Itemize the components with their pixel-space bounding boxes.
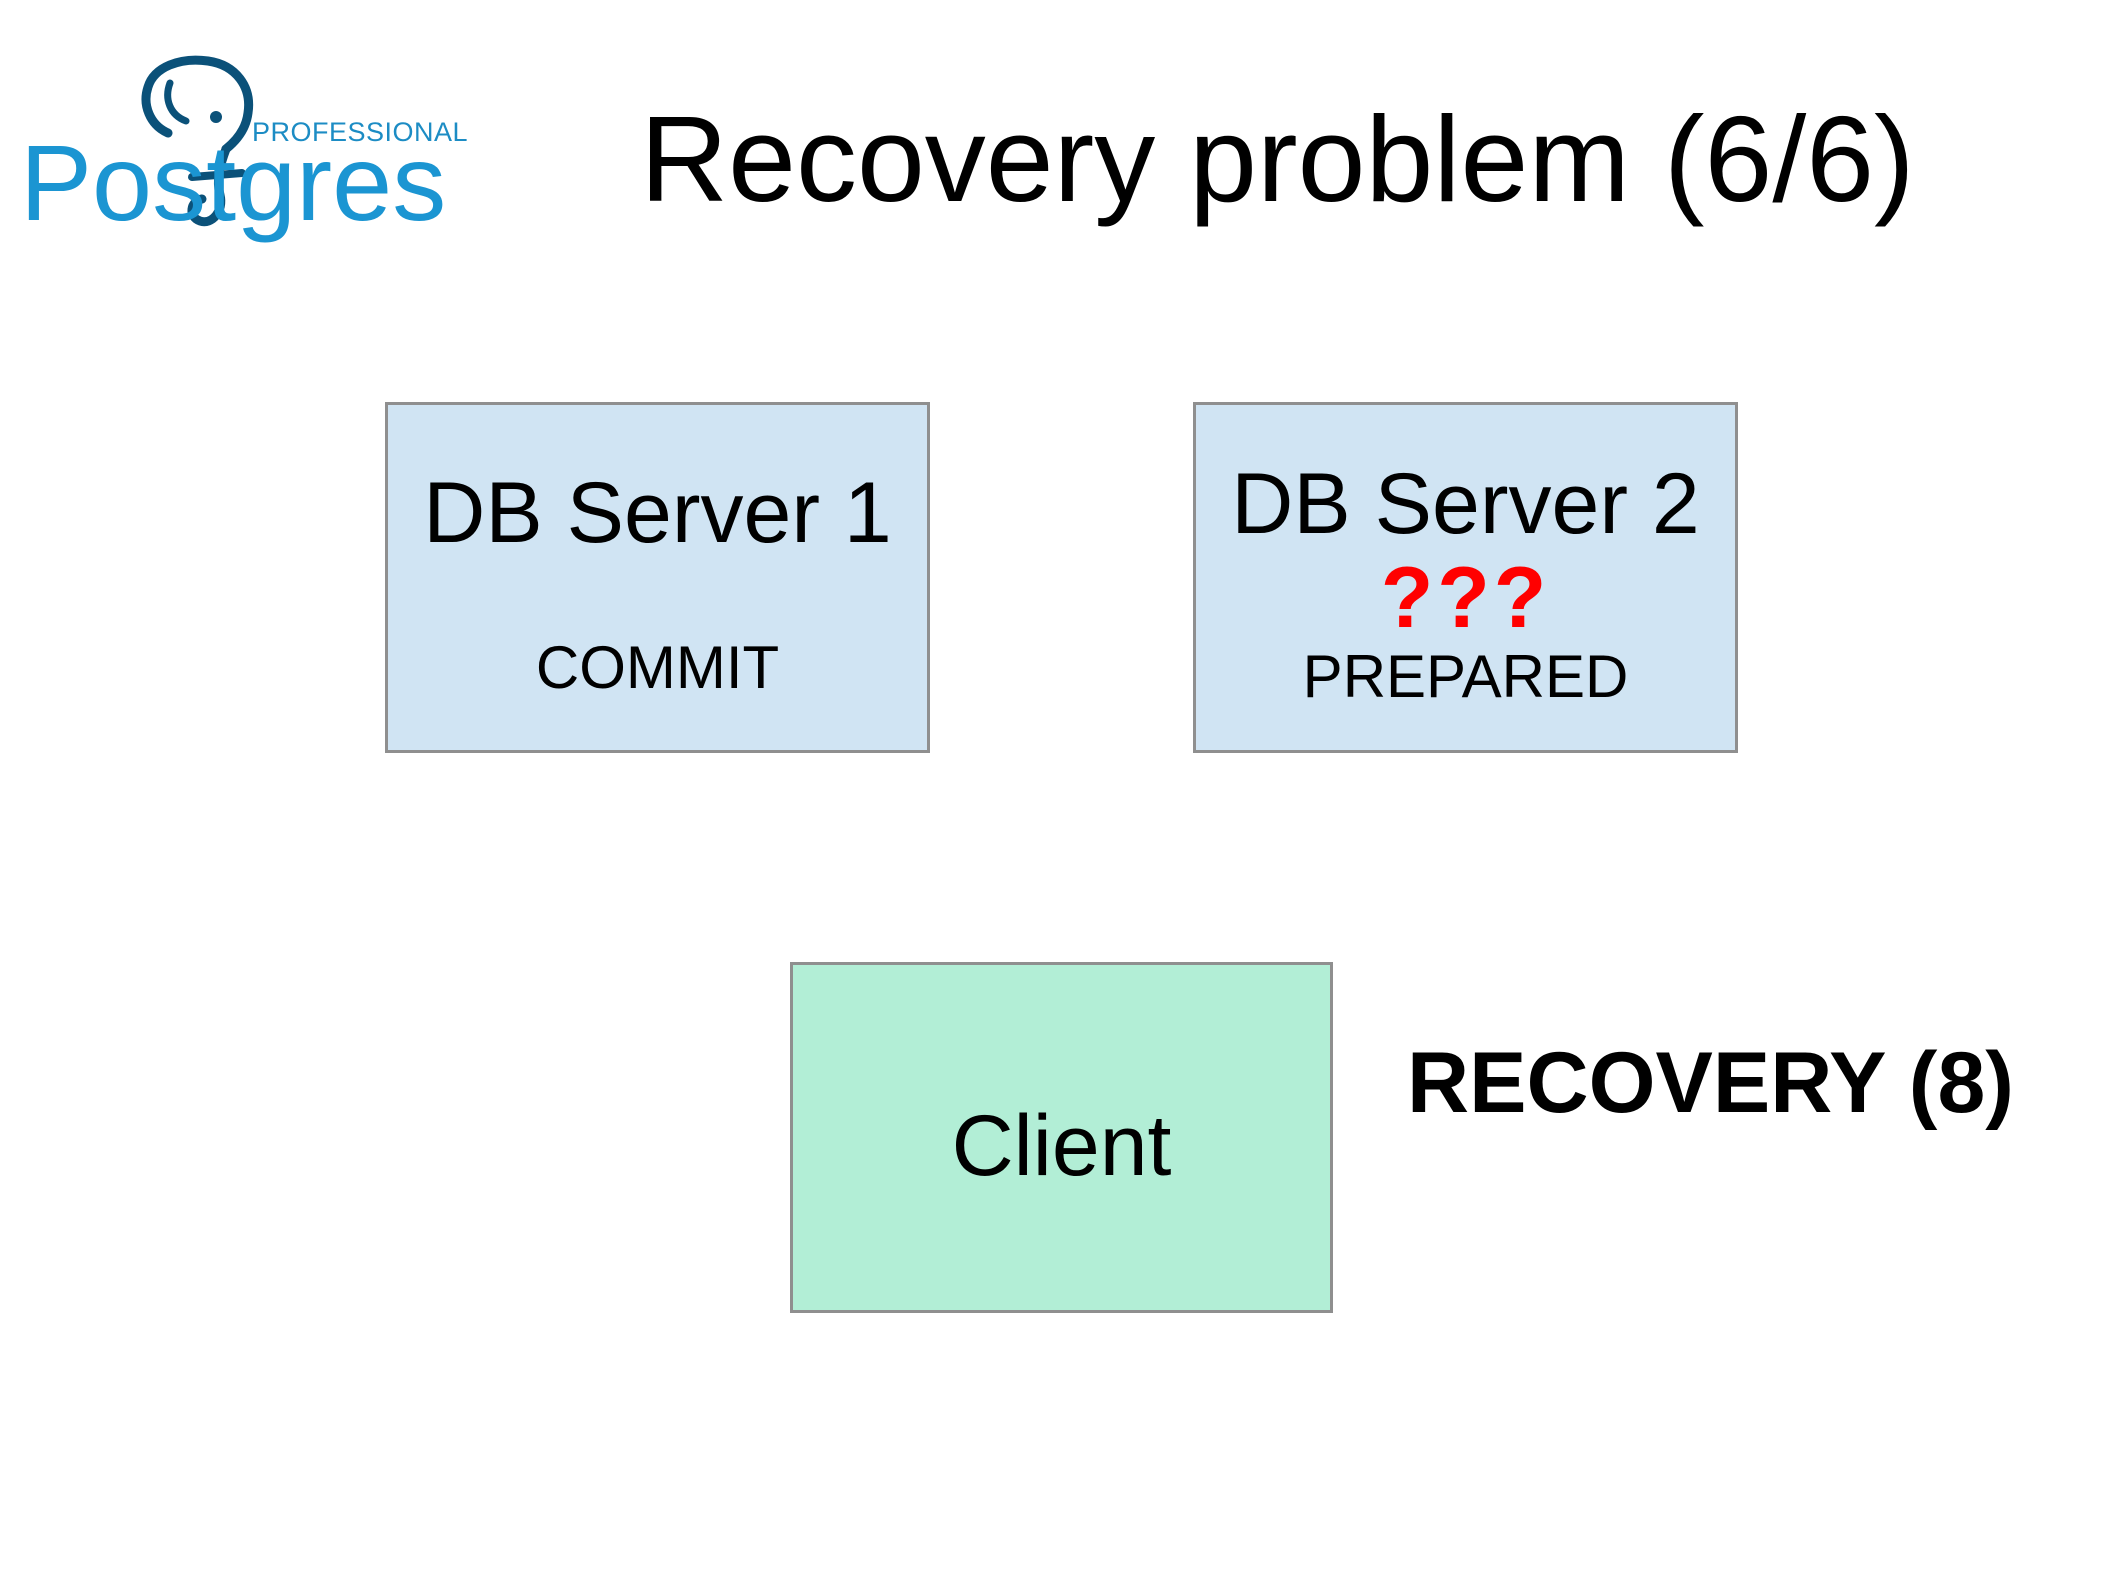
db-server-1-state: COMMIT <box>535 634 780 701</box>
elephant-logo-icon <box>141 55 254 227</box>
logo-subtitle: PROFESSIONAL <box>252 117 469 147</box>
client-name: Client <box>951 1098 1172 1194</box>
slide-title: Recovery problem (6/6) <box>640 91 1915 227</box>
logo-wordmark: Postgres <box>20 122 447 243</box>
unknown-state-marker: ??? <box>1380 550 1551 646</box>
db-server-1-box: DB Server 1 COMMIT <box>385 402 930 753</box>
client-box: Client <box>790 962 1333 1313</box>
recovery-label: RECOVERY (8) <box>1407 1035 2014 1131</box>
db-server-2-state: PREPARED <box>1302 643 1629 710</box>
db-server-2-name: DB Server 2 <box>1231 456 1700 552</box>
db-server-2-box: DB Server 2 ??? PREPARED <box>1193 402 1738 753</box>
postgres-professional-logo: PROFESSIONAL Postgres <box>20 55 468 255</box>
db-server-1-name: DB Server 1 <box>423 465 892 561</box>
